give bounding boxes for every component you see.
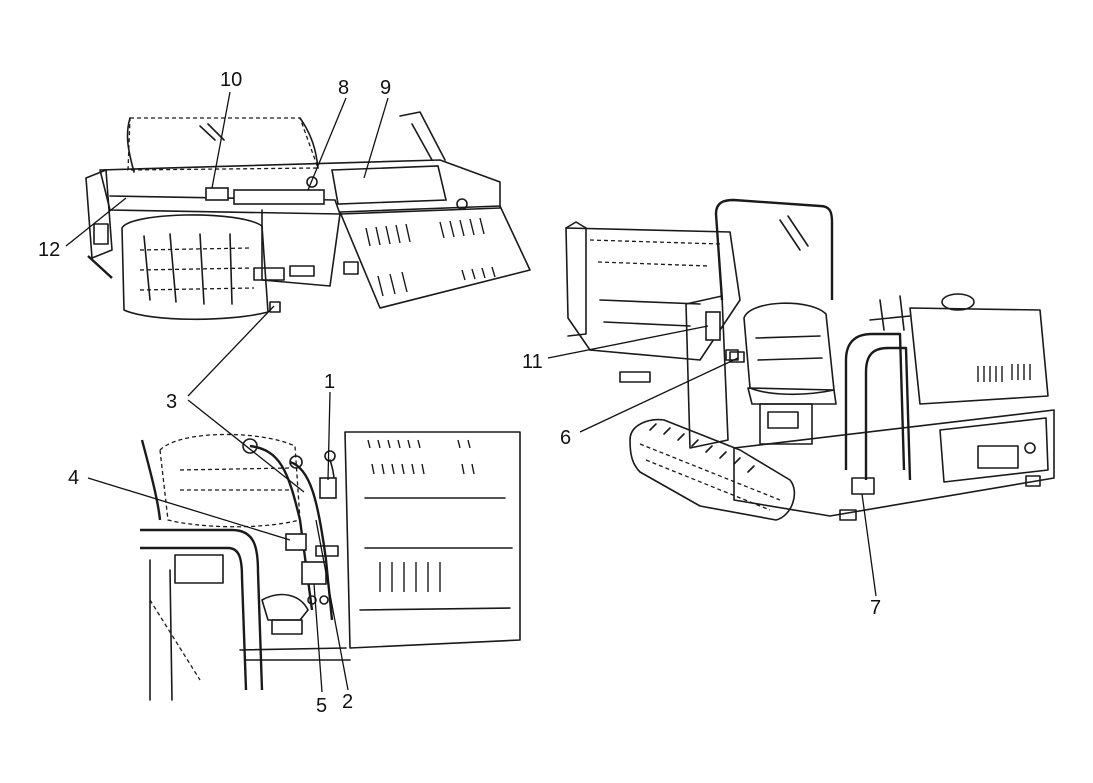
decal-4-plate xyxy=(285,533,307,551)
leader-10 xyxy=(211,91,231,189)
hood-slots-top xyxy=(365,217,496,297)
control-lever-left xyxy=(249,444,314,611)
top-left-view xyxy=(85,111,531,321)
callout-12: 12 xyxy=(38,239,60,261)
callout-4: 4 xyxy=(68,467,79,489)
callout-5: 5 xyxy=(316,695,327,717)
leader-4 xyxy=(87,477,291,541)
leader-lines xyxy=(65,91,877,693)
decal-10-panel xyxy=(205,187,229,201)
decal-11-plate xyxy=(705,311,721,341)
callout-8: 8 xyxy=(338,77,349,99)
callout-7: 7 xyxy=(870,597,881,619)
decal-5-plate xyxy=(301,561,327,585)
leader-9 xyxy=(363,97,389,179)
decal-8-panel xyxy=(233,189,325,205)
decal-1-plate xyxy=(319,477,337,499)
seat-side xyxy=(159,433,301,528)
callout-1: 1 xyxy=(324,371,335,393)
leader-3a xyxy=(187,305,275,397)
callout-10: 10 xyxy=(220,69,242,91)
leader-3b xyxy=(187,399,305,493)
engine-hood-side xyxy=(344,431,521,649)
leader-5 xyxy=(313,583,323,693)
callout-numbers: 10 8 9 12 3 1 4 5 2 11 6 7 xyxy=(38,69,881,717)
callout-9: 9 xyxy=(380,77,391,99)
leader-11 xyxy=(547,325,709,359)
decal-9-plate xyxy=(331,165,448,205)
right-view-machine xyxy=(565,198,1055,521)
callout-2: 2 xyxy=(342,691,353,713)
side-tower xyxy=(685,295,729,449)
roll-frame xyxy=(714,198,834,301)
hood-slots-right xyxy=(977,364,1031,382)
leader-7 xyxy=(861,493,877,597)
leader-1 xyxy=(327,391,331,481)
control-lever-right xyxy=(289,460,334,621)
hood-slots-side xyxy=(367,439,475,592)
leader-6 xyxy=(579,357,739,433)
engine-hood-right xyxy=(909,307,1049,405)
leader-12 xyxy=(65,197,127,247)
callout-11: 11 xyxy=(522,351,543,373)
callout-3: 3 xyxy=(166,391,177,413)
chassis xyxy=(733,409,1055,517)
bottom-left-view xyxy=(140,431,521,701)
leader-2 xyxy=(315,519,349,691)
engine-hood-top xyxy=(339,205,531,309)
crawler-track xyxy=(629,418,796,521)
canopy-glass xyxy=(127,117,319,171)
seat-rear xyxy=(121,214,269,321)
operator-seat xyxy=(743,302,835,396)
leader-8 xyxy=(307,97,347,191)
callout-6: 6 xyxy=(560,427,571,449)
dump-bed xyxy=(565,227,741,361)
